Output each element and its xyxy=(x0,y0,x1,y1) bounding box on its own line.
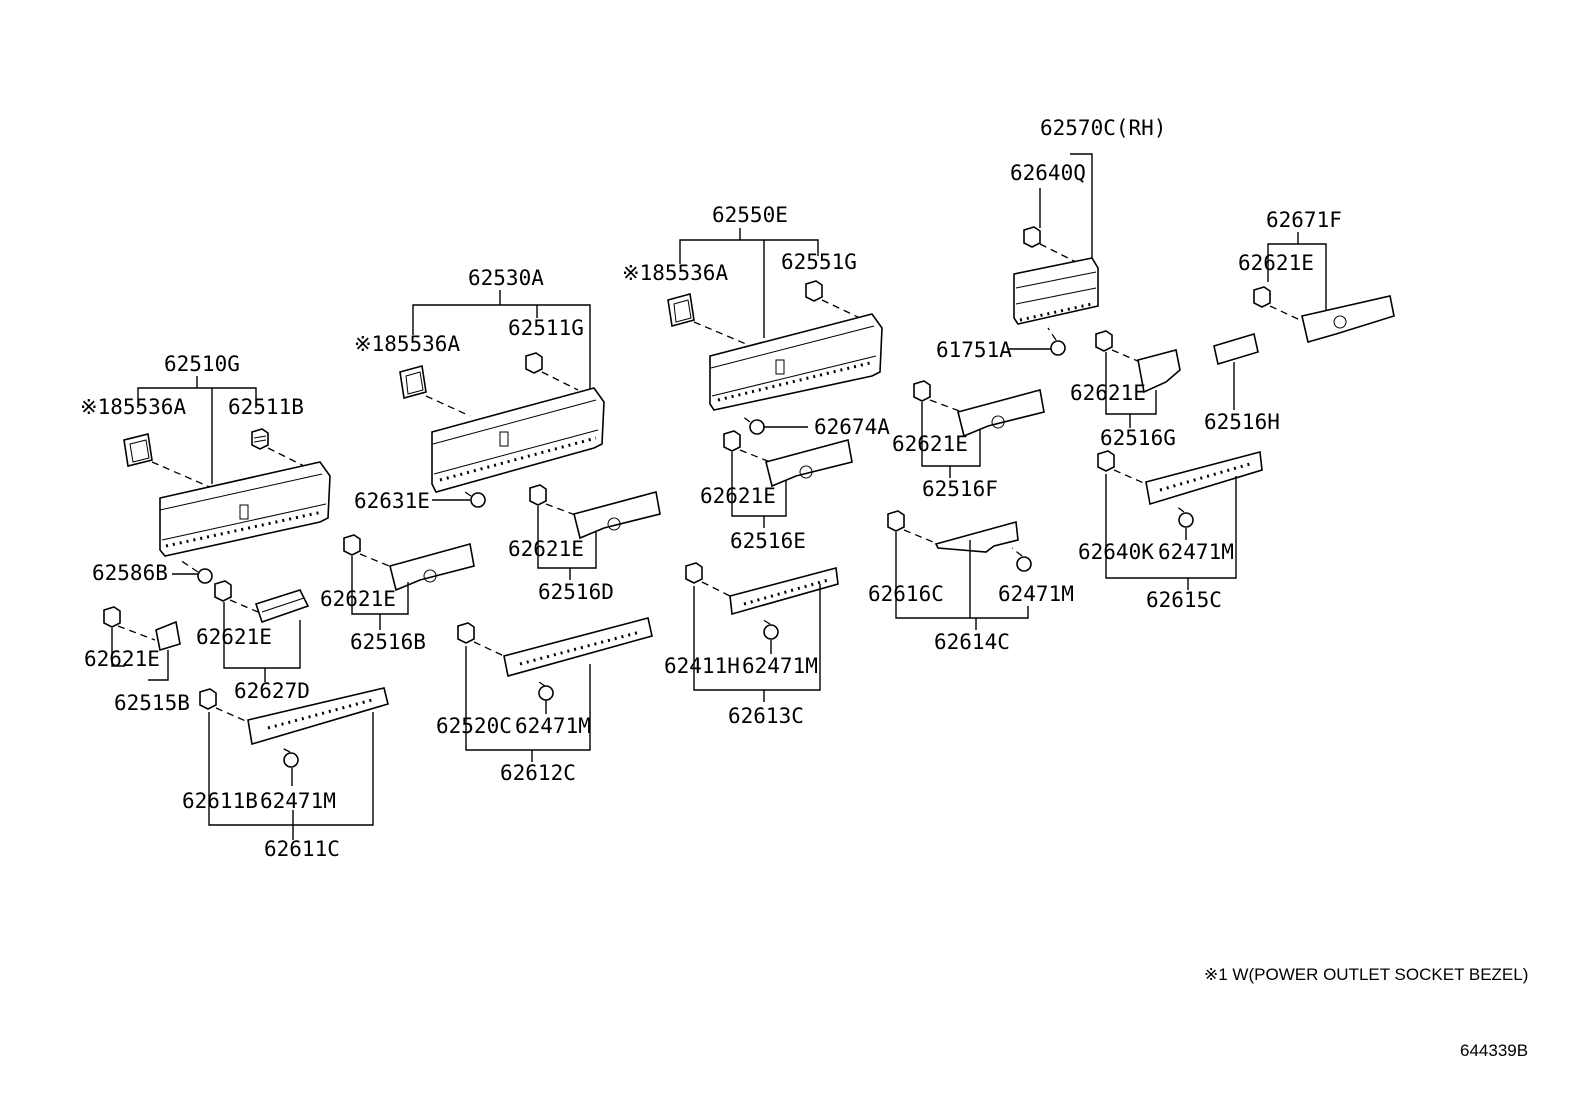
label-62516D: 62516D xyxy=(538,580,614,604)
label-62516E: 62516E xyxy=(730,529,806,553)
label-62615C: 62615C xyxy=(1146,588,1222,612)
label-62471M-e: 62471M xyxy=(1158,540,1234,564)
label-62516B: 62516B xyxy=(350,630,426,654)
label-62511G: 62511G xyxy=(508,316,584,340)
label-62621E-e: 62621E xyxy=(700,484,776,508)
label-62621E-f: 62621E xyxy=(892,432,968,456)
label-62621E-b: 62621E xyxy=(196,625,272,649)
label-62621E-c: 62621E xyxy=(320,587,396,611)
group-62613C xyxy=(685,562,839,702)
label-62516F: 62516F xyxy=(922,477,998,501)
group-62510G xyxy=(123,376,331,584)
label-62530A: 62530A xyxy=(468,266,544,290)
label-62621E-h: 62621E xyxy=(1238,251,1314,275)
label-62640K: 62640K xyxy=(1078,540,1154,564)
footnote-power-outlet: ※1 W(POWER OUTLET SOCKET BEZEL) xyxy=(1204,965,1528,984)
group-62570C xyxy=(1008,153,1099,356)
label-62621E-d: 62621E xyxy=(508,537,584,561)
group-62614C xyxy=(887,510,1032,630)
label-62550E: 62550E xyxy=(712,203,788,227)
label-61751A: 61751A xyxy=(936,338,1012,362)
label-62411H: 62411H xyxy=(664,654,740,678)
group-62550E xyxy=(667,228,883,435)
label-62640Q: 62640Q xyxy=(1010,161,1086,185)
group-62516E xyxy=(723,430,853,528)
group-62515B xyxy=(103,606,181,681)
group-62671F xyxy=(1253,232,1395,344)
label-62613C: 62613C xyxy=(728,704,804,728)
label-62616C: 62616C xyxy=(868,582,944,606)
label-62511B: 62511B xyxy=(228,395,304,419)
clip-part xyxy=(251,428,269,450)
label-62621E-g: 62621E xyxy=(1070,381,1146,405)
label-62551G: 62551G xyxy=(781,250,857,274)
label-62471M-b: 62471M xyxy=(515,714,591,738)
label-85536A-left: ※185536A xyxy=(80,395,186,419)
label-62674A: 62674A xyxy=(814,415,890,439)
label-85536A-mid: ※185536A xyxy=(354,332,460,356)
group-62612C xyxy=(457,617,653,762)
part-labels: 62510G ※185536A 62511B 62586B 62621E 625… xyxy=(80,116,1342,861)
label-62611B: 62611B xyxy=(182,789,258,813)
group-62516G xyxy=(1095,330,1181,428)
diagram-id: 644339B xyxy=(1460,1041,1528,1060)
group-62516F xyxy=(913,380,1045,478)
label-62471M-c: 62471M xyxy=(742,654,818,678)
label-62586B: 62586B xyxy=(92,561,168,585)
group-62516D xyxy=(529,484,661,580)
label-62471M-d: 62471M xyxy=(998,582,1074,606)
label-62570C-RH: 62570C(RH) xyxy=(1040,116,1166,140)
label-62631E: 62631E xyxy=(354,489,430,513)
label-62627D: 62627D xyxy=(234,679,310,703)
group-62611C xyxy=(199,687,389,840)
label-62515B: 62515B xyxy=(114,691,190,715)
label-62516G: 62516G xyxy=(1100,426,1176,450)
group-62615C xyxy=(1097,450,1263,590)
label-62621E-a: 62621E xyxy=(84,647,160,671)
label-62614C: 62614C xyxy=(934,630,1010,654)
label-85536A-right: ※185536A xyxy=(622,261,728,285)
scuff-plate-panel xyxy=(159,461,331,557)
group-62530A xyxy=(399,290,605,508)
label-62510G: 62510G xyxy=(164,352,240,376)
group-62516H xyxy=(1213,332,1259,410)
label-62520C: 62520C xyxy=(436,714,512,738)
label-62671F: 62671F xyxy=(1266,208,1342,232)
label-62471M-a: 62471M xyxy=(260,789,336,813)
label-62612C: 62612C xyxy=(500,761,576,785)
group-62516B xyxy=(343,534,475,630)
power-outlet-bezel-part xyxy=(123,433,153,467)
label-62516H: 62516H xyxy=(1204,410,1280,434)
group-62627D xyxy=(214,580,310,682)
label-62611C: 62611C xyxy=(264,837,340,861)
